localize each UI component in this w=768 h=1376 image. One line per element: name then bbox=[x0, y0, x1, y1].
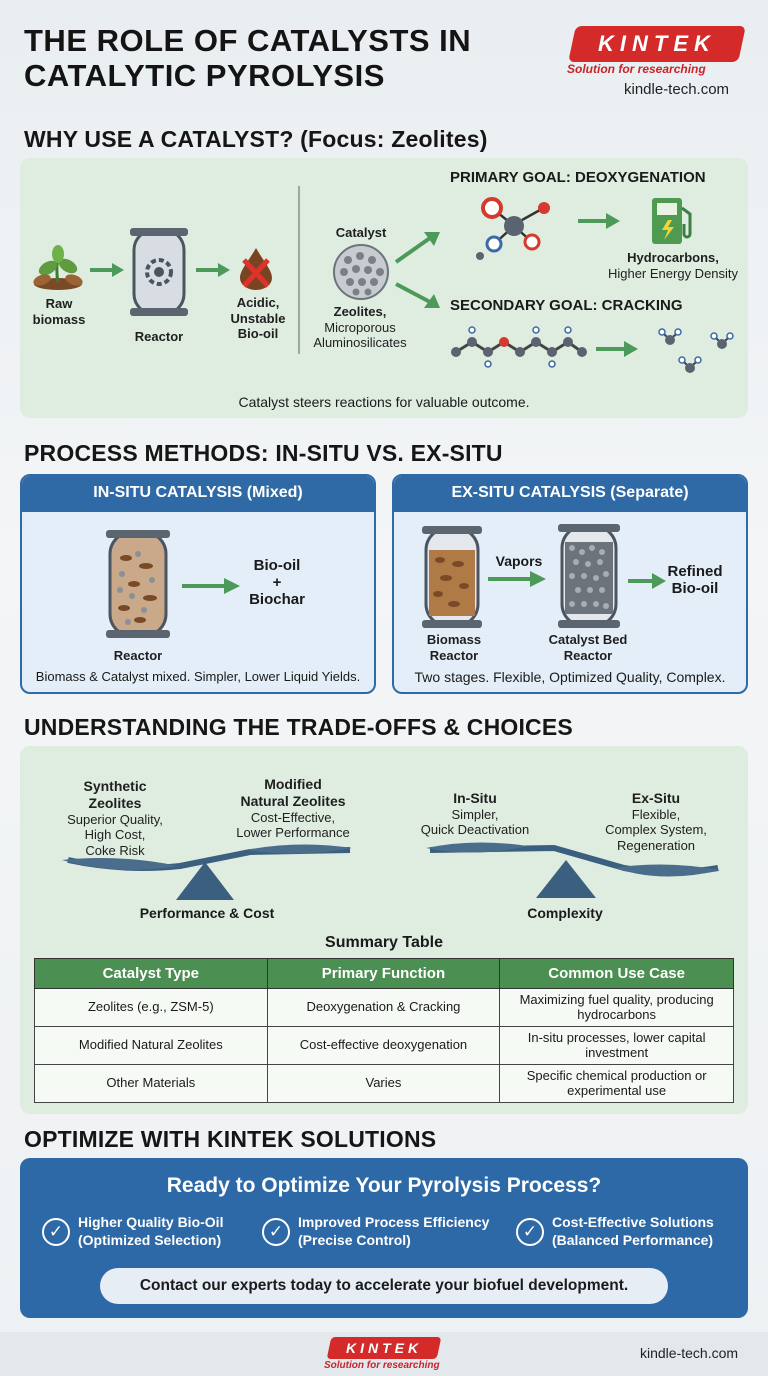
kintek-logo[interactable]: KINTEK bbox=[568, 26, 746, 62]
arrow-icon bbox=[596, 341, 638, 357]
arrow-icon bbox=[196, 263, 230, 277]
table-row: Other Materials Varies Specific chemical… bbox=[34, 1064, 734, 1103]
complexity-scale-icon bbox=[426, 842, 720, 898]
footer-site-url[interactable]: kindle-tech.com bbox=[640, 1345, 739, 1361]
vapors-label: Vapors bbox=[495, 553, 543, 569]
primary-goal-label: PRIMARY GOAL: DEOXYGENATION bbox=[450, 169, 706, 186]
insitu-reactor-label: Reactor bbox=[113, 648, 163, 663]
catalyst-pellets-icon bbox=[333, 244, 389, 300]
section-process-title: PROCESS METHODS: IN-SITU VS. EX-SITU bbox=[24, 440, 503, 466]
arrow-icon bbox=[578, 213, 620, 229]
synthetic-zeolites-label: Synthetic Zeolites Superior Quality, Hig… bbox=[67, 778, 163, 858]
biomass-plant-icon bbox=[33, 245, 83, 290]
page-title: THE ROLE OF CATALYSTS IN CATALYTIC PYROL… bbox=[24, 23, 472, 93]
check-circle-icon: ✓ bbox=[516, 1217, 544, 1246]
reactor-label: Reactor bbox=[134, 329, 184, 344]
reactor-icon bbox=[130, 228, 188, 316]
zeolites-label: Zeolites, Microporous Aluminosilicates bbox=[313, 304, 407, 351]
table-row: Modified Natural Zeolites Cost-effective… bbox=[34, 1026, 734, 1065]
logo-tagline: Solution for researching bbox=[567, 62, 706, 76]
table-header-row: Catalyst Type Primary Function Common Us… bbox=[34, 958, 734, 989]
biomass-reactor-label: Biomass Reactor bbox=[426, 632, 482, 663]
footer-logo-tagline: Solution for researching bbox=[324, 1360, 440, 1371]
check-circle-icon: ✓ bbox=[42, 1217, 70, 1246]
arrow-icon bbox=[90, 263, 124, 277]
section-why-title: WHY USE A CATALYST? (Focus: Zeolites) bbox=[24, 126, 488, 152]
insitu-caption: Biomass & Catalyst mixed. Simpler, Lower… bbox=[35, 669, 361, 684]
modified-zeolites-label: Modified Natural Zeolites Cost-Effective… bbox=[236, 776, 350, 841]
raw-biomass-label: Raw biomass bbox=[32, 296, 86, 327]
table-cell: Cost-effective deoxygenation bbox=[266, 1026, 501, 1065]
check-circle-icon: ✓ bbox=[262, 1217, 290, 1246]
feature-item: ✓ Improved Process Efficiency(Precise Co… bbox=[262, 1214, 489, 1249]
exsitu-caption: Two stages. Flexible, Optimized Quality,… bbox=[414, 669, 726, 685]
table-cell: Other Materials bbox=[34, 1064, 268, 1103]
exsitu-tradeoff-label: Ex-Situ Flexible, Complex System, Regene… bbox=[605, 790, 707, 853]
insitu-header: IN-SITU CATALYSIS (Mixed) bbox=[22, 476, 374, 512]
molecule-icon bbox=[476, 197, 550, 260]
fuel-pump-icon bbox=[652, 198, 692, 244]
site-url[interactable]: kindle-tech.com bbox=[624, 81, 730, 98]
why-caption: Catalyst steers reactions for valuable o… bbox=[238, 394, 530, 410]
insitu-output-label: Bio-oil + Biochar bbox=[249, 557, 305, 608]
arrow-icon bbox=[488, 571, 546, 587]
table-cell: Specific chemical production or experime… bbox=[499, 1064, 734, 1103]
footer-logo[interactable]: KINTEK bbox=[326, 1337, 442, 1359]
arrow-down-icon bbox=[395, 282, 440, 308]
table-cell: Maximizing fuel quality, producing hydro… bbox=[499, 988, 734, 1027]
table-cell: Varies bbox=[266, 1064, 501, 1103]
catalyst-label: Catalyst bbox=[335, 225, 387, 240]
hydrocarbons-label: Hydrocarbons, Higher Energy Density bbox=[607, 250, 739, 281]
long-chain-molecule-icon bbox=[451, 326, 587, 368]
arrow-icon bbox=[628, 573, 666, 589]
column-header: Catalyst Type bbox=[34, 958, 268, 989]
insitu-panel: IN-SITU CATALYSIS (Mixed) bbox=[20, 474, 376, 694]
column-header: Primary Function bbox=[266, 958, 501, 989]
catalyst-bed-reactor-icon bbox=[558, 524, 620, 628]
table-cell: In-situ processes, lower capital investm… bbox=[499, 1026, 734, 1065]
cta-title: Ready to Optimize Your Pyrolysis Process… bbox=[166, 1174, 602, 1197]
complexity-label: Complexity bbox=[527, 905, 603, 921]
divider bbox=[298, 186, 300, 354]
biomass-reactor-icon bbox=[422, 526, 482, 628]
section-optimize-title: OPTIMIZE WITH KINTEK SOLUTIONS bbox=[24, 1126, 437, 1152]
refined-bio-oil-label: Refined Bio-oil bbox=[667, 563, 723, 597]
bio-oil-label: Acidic, Unstable Bio-oil bbox=[230, 295, 286, 342]
feature-item: ✓ Cost-Effective Solutions(Balanced Perf… bbox=[516, 1214, 714, 1249]
feature-item: ✓ Higher Quality Bio-Oil(Optimized Selec… bbox=[42, 1214, 223, 1249]
bio-oil-drop-icon bbox=[240, 248, 272, 290]
performance-cost-label: Performance & Cost bbox=[139, 905, 275, 921]
table-cell: Deoxygenation & Cracking bbox=[266, 988, 501, 1027]
exsitu-header: EX-SITU CATALYSIS (Separate) bbox=[394, 476, 746, 512]
contact-experts-button[interactable]: Contact our experts today to accelerate … bbox=[100, 1268, 668, 1304]
small-molecules-icon bbox=[658, 328, 734, 373]
summary-table: Catalyst Type Primary Function Common Us… bbox=[34, 958, 734, 1103]
arrow-icon bbox=[182, 578, 240, 594]
insitu-tradeoff-label: In-Situ Simpler, Quick Deactivation bbox=[420, 790, 530, 838]
secondary-goal-label: SECONDARY GOAL: CRACKING bbox=[450, 297, 683, 314]
performance-scale-icon bbox=[62, 844, 352, 900]
summary-table-title: Summary Table bbox=[325, 934, 443, 951]
arrow-up-icon bbox=[394, 232, 440, 264]
section-tradeoffs-title: UNDERSTANDING THE TRADE-OFFS & CHOICES bbox=[24, 714, 573, 740]
table-cell: Zeolites (e.g., ZSM-5) bbox=[34, 988, 268, 1027]
catalyst-bed-reactor-label: Catalyst Bed Reactor bbox=[548, 632, 628, 663]
insitu-reactor-icon bbox=[106, 530, 170, 638]
table-row: Zeolites (e.g., ZSM-5) Deoxygenation & C… bbox=[34, 988, 734, 1027]
table-cell: Modified Natural Zeolites bbox=[34, 1026, 268, 1065]
column-header: Common Use Case bbox=[499, 958, 734, 989]
